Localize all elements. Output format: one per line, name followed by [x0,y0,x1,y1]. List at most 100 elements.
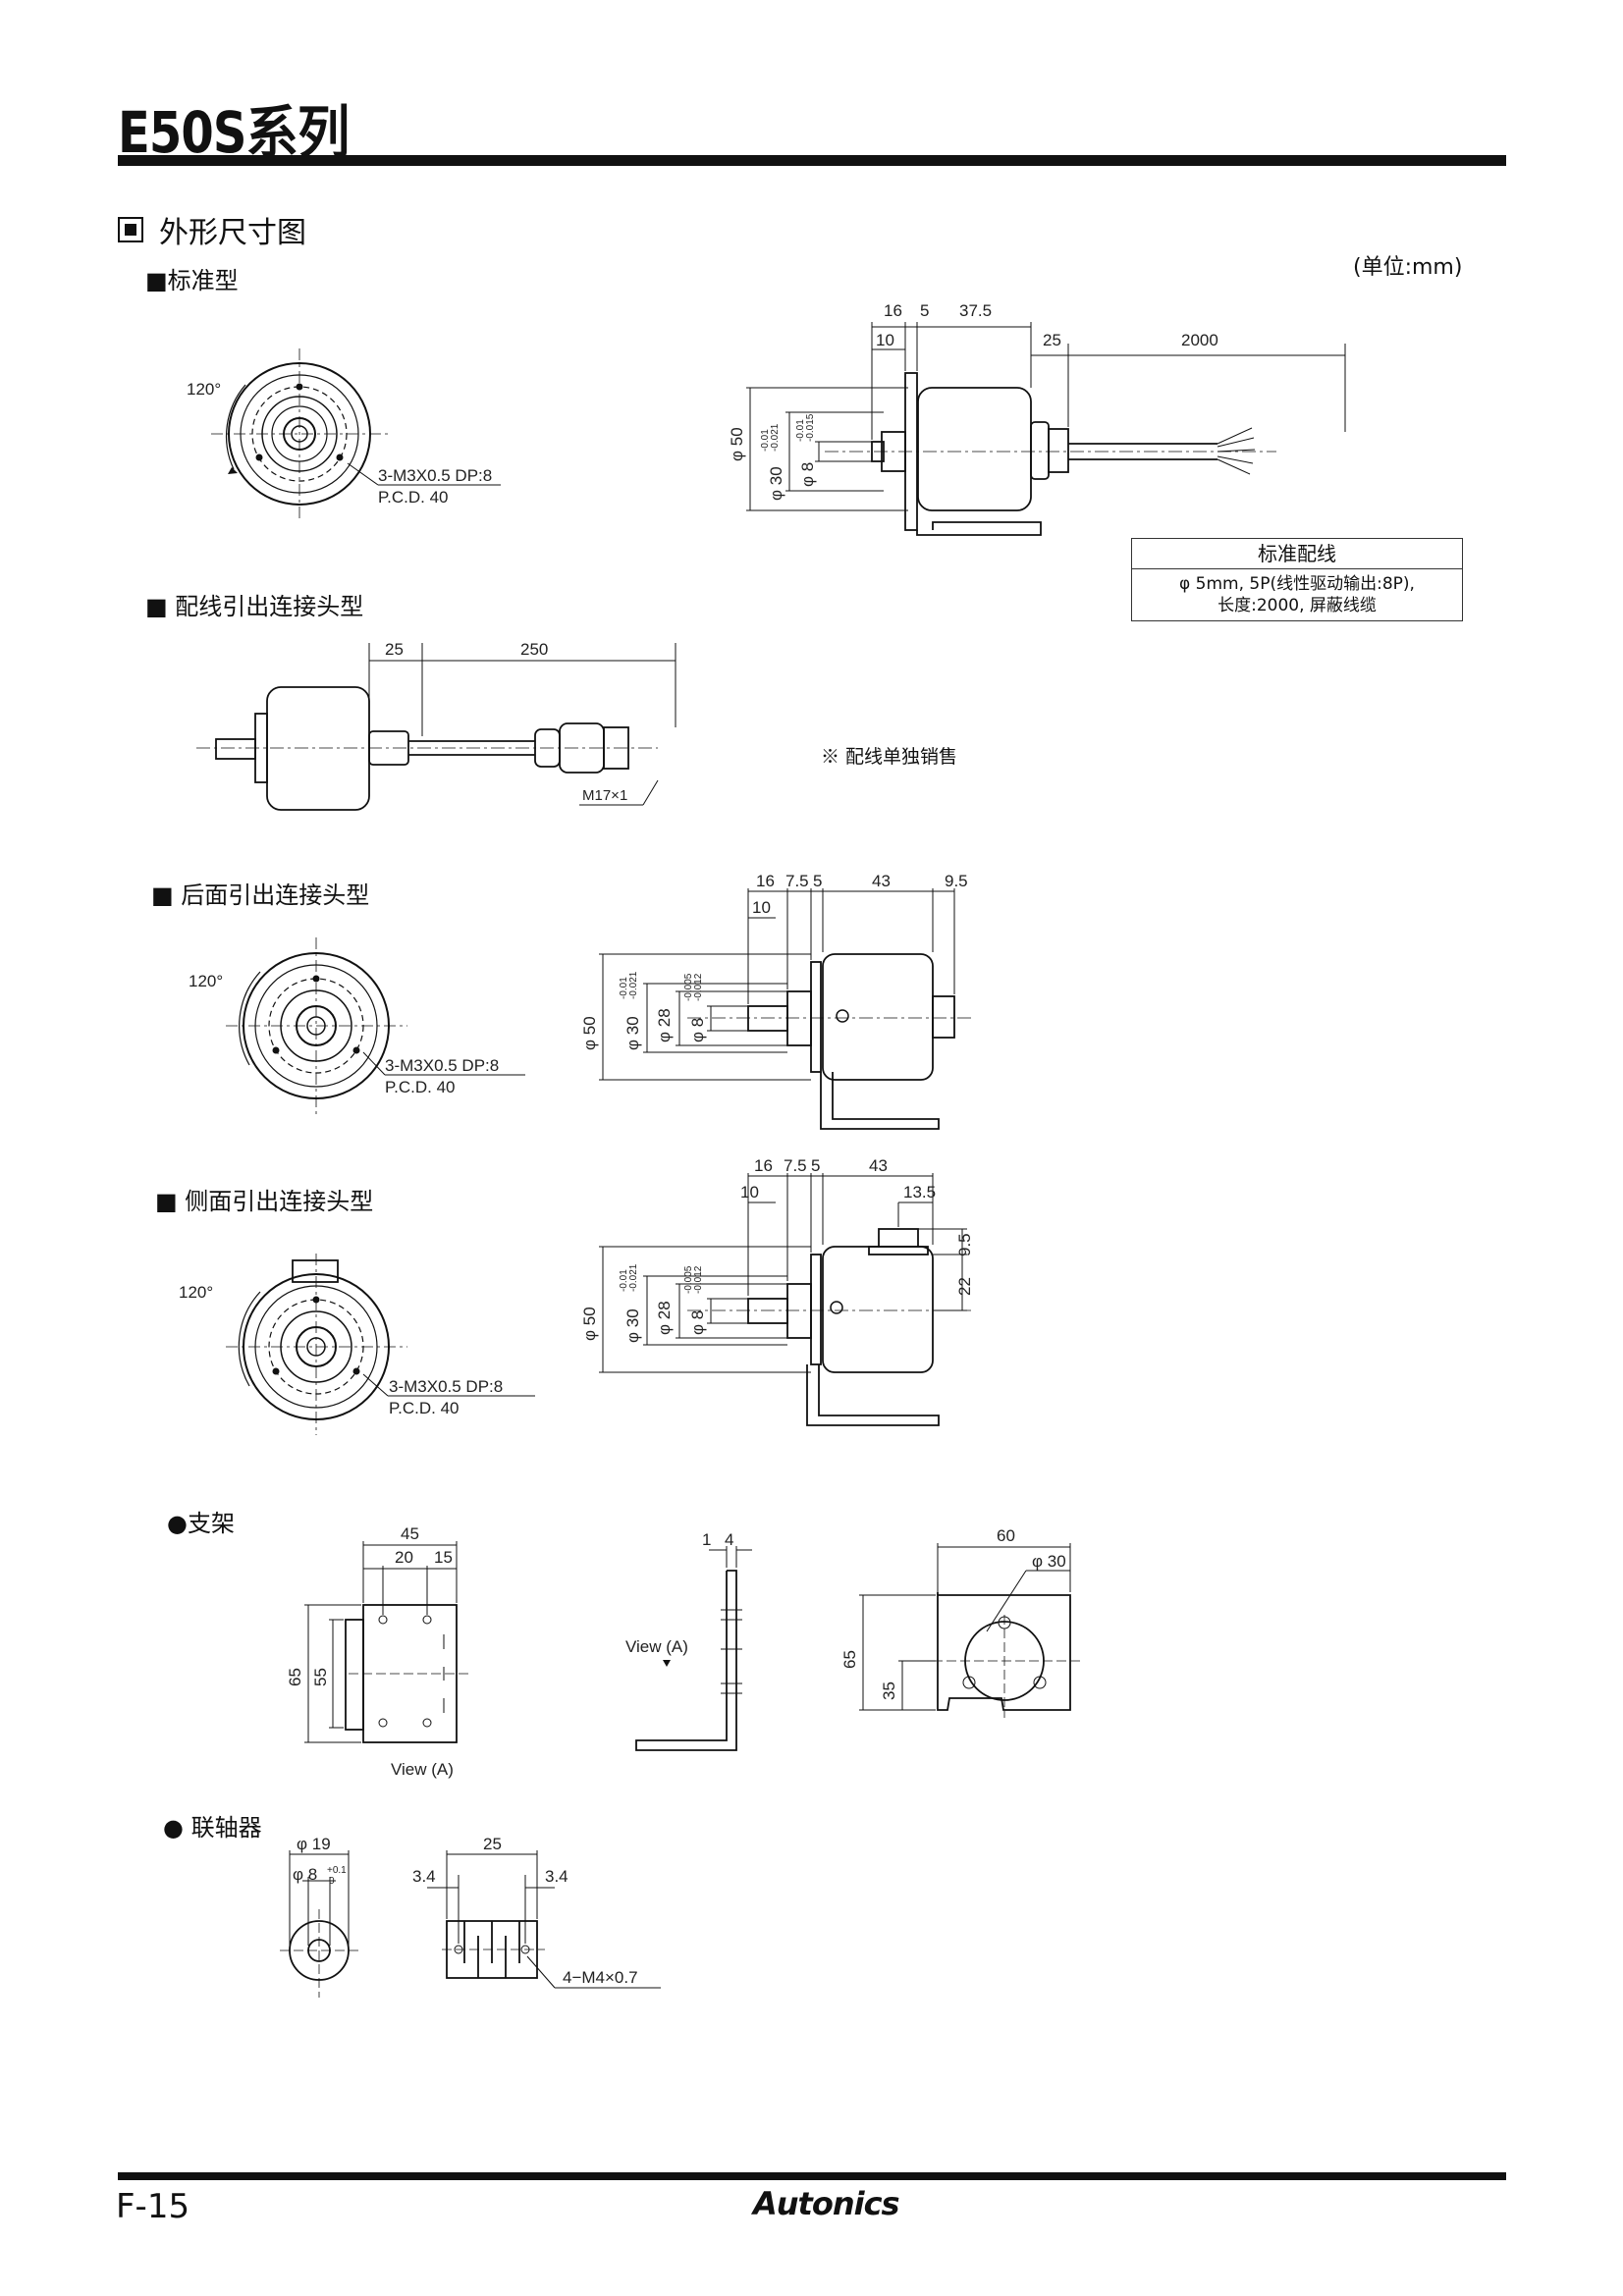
dia-8-tol-upper: +0.1 [327,1865,347,1876]
view-a-label: View (A) [391,1760,454,1779]
dia-50: φ 50 [728,427,746,461]
dim-45: 45 [401,1524,419,1543]
coupling-side-view: 25 3.4 3.4 4−M4×0.7 [412,1835,661,1989]
dia-8-tol-lower: -0.012 [693,973,704,1001]
dim-35: 35 [880,1682,898,1700]
dia-30-tol-upper: -0.01 [619,1269,629,1292]
dia-30: φ 30 [623,1308,642,1343]
dia-30-tol-upper: -0.01 [619,977,629,999]
thread-label: M17×1 [582,787,627,804]
table-header: 标准配线 [1132,539,1462,569]
side-connector-side-view: 16 7.5 5 43 10 13.5 9.5 22 φ 50 φ 30 -0.… [580,1156,974,1426]
table-line-2: 长度:2000, 屏蔽线缆 [1217,596,1377,615]
standard-side-view: 16 5 37.5 10 25 2000 φ 50 φ 30 -0.01 -0.… [728,301,1346,536]
dia-8: φ 8 [688,1018,707,1042]
coupling-label: ● 联轴器 [163,1814,262,1842]
dia-30: φ 30 [623,1016,642,1050]
dia-30-tol-lower: -0.021 [628,1263,639,1292]
dim-4: 4 [725,1530,733,1549]
dia-8-tol-lower: -0.012 [693,1265,704,1294]
square-bullet-icon [118,217,143,242]
side-front-view: 120° 3-M3X0.5 DP:8 P.C.D. 40 [179,1254,535,1435]
dim-5: 5 [920,301,929,320]
angle-label: 120° [189,972,223,990]
dim-7-5: 7.5 [784,1156,807,1175]
dim-65: 65 [840,1650,859,1669]
side-view-a-label: View (A) [625,1637,688,1656]
pcd-label: P.C.D. 40 [378,488,449,507]
dim-9-5: 9.5 [945,872,968,890]
dim-20: 20 [395,1548,413,1567]
dim-3-4-right: 3.4 [545,1867,568,1886]
dim-250: 250 [520,640,548,659]
dim-25: 25 [1043,331,1061,349]
dim-9-5: 9.5 [955,1233,974,1256]
dia-8-tol-lower: -0.015 [805,413,816,442]
unit-label: (单位:mm) [1353,255,1463,280]
dim-10: 10 [752,898,771,917]
screw-label: 4−M4×0.7 [563,1968,638,1987]
dia-28: φ 28 [655,1008,674,1042]
dim-10: 10 [876,331,894,349]
dia-8: φ 8 [688,1310,707,1335]
dim-2000: 2000 [1181,331,1218,349]
standard-type-label: ■标准型 [145,267,239,294]
dim-43: 43 [872,872,891,890]
dim-16: 16 [754,1156,773,1175]
bracket-back-view: 60 φ 30 65 35 [840,1526,1080,1718]
pcd-label: P.C.D. 40 [385,1078,456,1096]
bracket-front-view: 45 20 15 65 55 View (A) [286,1524,471,1779]
cable-note: ※ 配线单独销售 [821,746,958,768]
dim-37-5: 37.5 [959,301,992,320]
dim-16: 16 [756,872,775,890]
dim-10: 10 [740,1183,759,1201]
bracket-label: ●支架 [167,1510,235,1537]
rear-side-view: 16 7.5 5 43 9.5 10 φ 50 φ 30 -0.01 -0.02… [580,872,972,1130]
dim-22: 22 [955,1277,974,1296]
dia-30-tol-lower: -0.021 [628,971,639,999]
section-title: 外形尺寸图 [159,216,306,250]
bracket-side-view: 1 4 View (A) [625,1530,752,1751]
brand-logo: Autonics [753,2185,900,2222]
dim-55: 55 [311,1668,330,1686]
dia-19: φ 19 [297,1835,331,1853]
standard-wiring-table: 标准配线 φ 5mm, 5P(线性驱动输出:8P), 长度:2000, 屏蔽线缆 [1131,538,1463,621]
hole-spec-label: 3-M3X0.5 DP:8 [385,1056,499,1075]
dia-28: φ 28 [655,1301,674,1335]
dia-8-tol-upper: -0.01 [795,419,806,442]
dim-25: 25 [483,1835,502,1853]
section-heading: 外形尺寸图 [118,208,306,251]
dim-65: 65 [286,1668,304,1686]
dim-7-5: 7.5 [785,872,809,890]
dim-13-5: 13.5 [903,1183,936,1201]
coupling-front-view: φ 19 φ 8 +0.1 0 [280,1835,358,1998]
page-title: E50S系列 [118,99,350,166]
dia-8: φ 8 [798,462,817,487]
page-number: F-15 [116,2187,190,2226]
cable-connector-label: ■ 配线引出连接头型 [145,593,364,620]
dim-5: 5 [813,872,822,890]
dia-8-tol-upper: -0.005 [683,973,694,1001]
dim-25: 25 [385,640,404,659]
hole-spec-label: 3-M3X0.5 DP:8 [389,1377,503,1396]
side-connector-label: ■ 侧面引出连接头型 [155,1188,374,1215]
dim-60: 60 [997,1526,1015,1545]
dia-8-tol-upper: -0.005 [683,1265,694,1294]
title-divider [118,155,1506,166]
dia-50: φ 50 [580,1016,599,1050]
pcd-label: P.C.D. 40 [389,1399,460,1417]
dia-30: φ 30 [767,466,785,501]
dia-50: φ 50 [580,1307,599,1341]
footer-divider [118,2172,1506,2180]
angle-label: 120° [187,380,221,399]
dia-8-tol-lower: 0 [329,1876,335,1887]
standard-front-view: 120° 3-M3X0.5 DP:8 P.C.D. 40 [187,348,501,520]
rear-connector-label: ■ 后面引出连接头型 [151,881,370,909]
dim-16: 16 [884,301,902,320]
dia-30-tol-lower: -0.021 [770,423,781,452]
dim-5: 5 [811,1156,820,1175]
dim-15: 15 [434,1548,453,1567]
hole-spec-label: 3-M3X0.5 DP:8 [378,466,492,485]
dim-1: 1 [702,1530,711,1549]
dia-30: φ 30 [1032,1552,1066,1571]
